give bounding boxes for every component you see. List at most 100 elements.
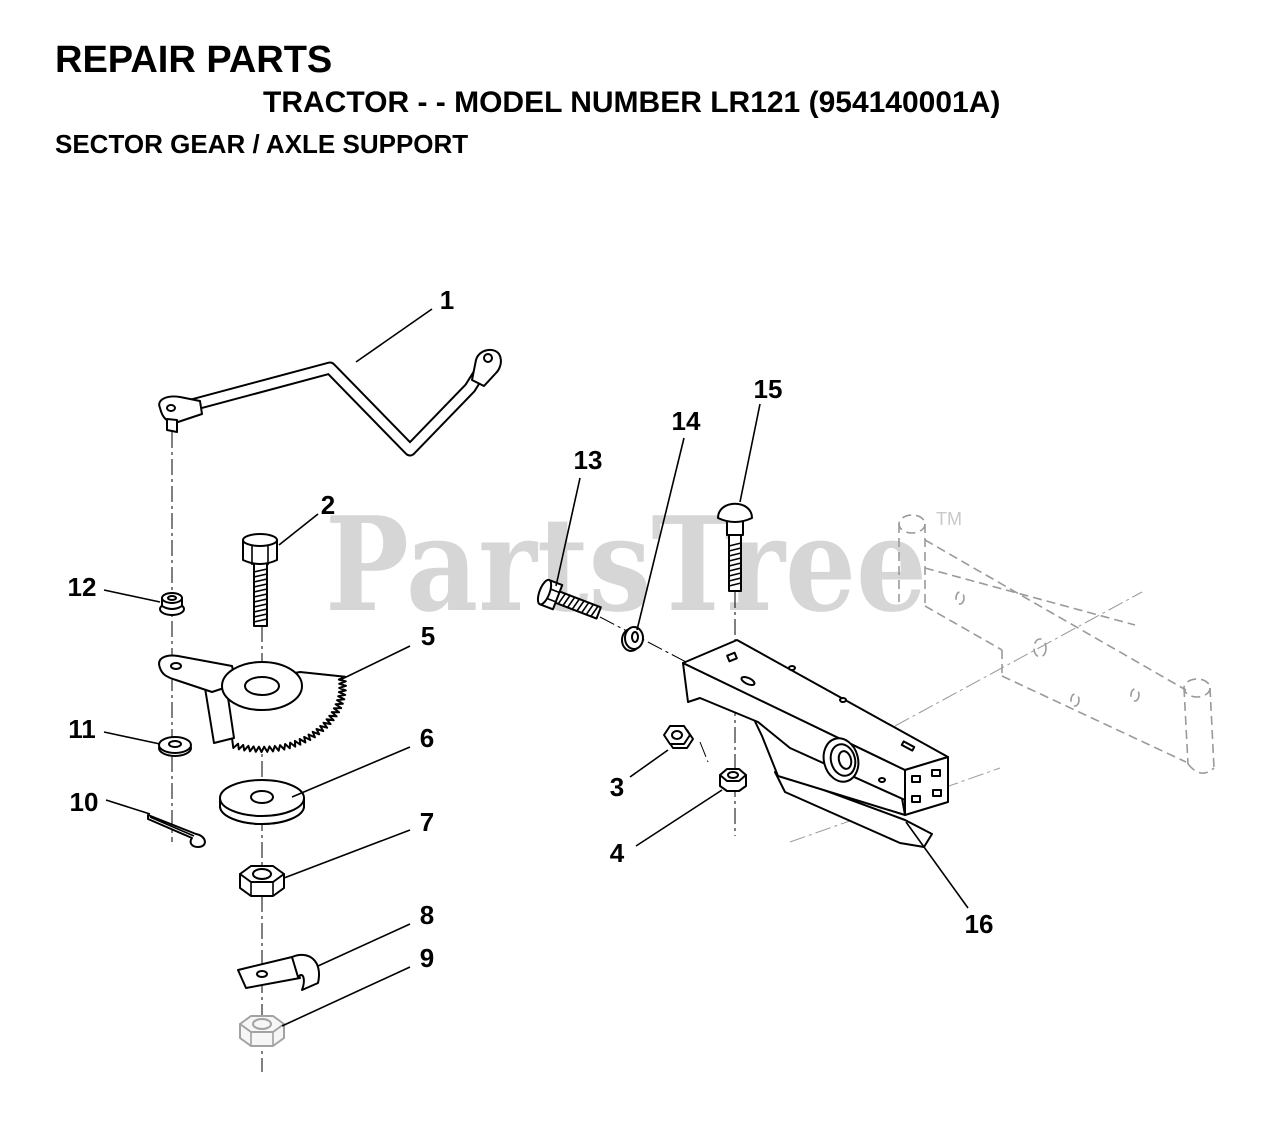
leader-13 xyxy=(555,477,581,587)
leader-11 xyxy=(103,731,161,745)
bolt-13-facet-bottom xyxy=(546,597,557,603)
callout-2: 2 xyxy=(321,490,335,520)
part-5-sector-gear xyxy=(158,654,347,753)
bolt-13-threads xyxy=(557,593,599,617)
bolt-15-dome xyxy=(717,502,753,523)
phantom-axle xyxy=(789,514,1215,843)
clip-8-bend xyxy=(291,954,321,991)
link-right-tab xyxy=(471,348,502,387)
bracket-top-hole-1 xyxy=(788,665,796,671)
callout-6: 6 xyxy=(420,723,434,753)
leader-9 xyxy=(281,966,411,1027)
nut-9-hole xyxy=(252,1018,272,1030)
leader-6 xyxy=(291,746,411,798)
sector-gear-arm-hole xyxy=(170,662,182,670)
phantom-right-end xyxy=(1183,678,1211,698)
callout-15: 15 xyxy=(754,374,783,404)
link-rod-outline xyxy=(186,361,486,457)
bracket-top-slot-1 xyxy=(726,651,738,663)
callout-7: 7 xyxy=(420,807,434,837)
bracket-side-hole xyxy=(878,777,886,783)
link-right-hole xyxy=(483,353,493,363)
section-title: SECTOR GEAR / AXLE SUPPORT xyxy=(55,129,468,159)
clip-8-tab xyxy=(237,956,301,989)
leader-15 xyxy=(739,403,761,503)
leader-3 xyxy=(629,749,669,778)
part-11-washer xyxy=(158,736,192,757)
nut-3-hole xyxy=(671,730,683,740)
leader-4 xyxy=(635,789,723,847)
nut-4-hole xyxy=(727,771,739,779)
callout-12: 12 xyxy=(68,572,97,602)
leader-14 xyxy=(636,437,685,631)
callout-14: 14 xyxy=(672,406,701,436)
bracket-end-hole-3 xyxy=(911,795,921,803)
callout-16: 16 xyxy=(965,909,994,939)
phantom-right-edge-outer xyxy=(1209,687,1215,769)
leader-5 xyxy=(339,645,411,681)
phantom-hole-1 xyxy=(955,591,965,605)
leader-7 xyxy=(283,829,411,879)
part-3-nut xyxy=(663,725,694,749)
clip-8-hole xyxy=(256,970,268,978)
leader-16 xyxy=(905,821,969,909)
phantom-beam-top xyxy=(924,539,1187,691)
part-4-nut xyxy=(719,768,747,792)
sector-gear-hub-hole xyxy=(244,676,280,696)
bracket-top-slot-2 xyxy=(740,675,756,687)
bolt-15-shank xyxy=(728,533,742,592)
nut-7-hole xyxy=(252,868,272,880)
callout-10: 10 xyxy=(70,787,99,817)
callout-labels: 1 2 3 4 5 6 7 8 9 10 11 12 13 14 15 16 xyxy=(68,285,994,973)
part-14-washer xyxy=(621,626,644,652)
callout-5: 5 xyxy=(421,621,435,651)
part-13-bolt xyxy=(536,578,602,620)
watermark-brand: PartsTree xyxy=(325,488,927,641)
part-15-carriage-bolt xyxy=(717,502,753,592)
bracket-end-hole-1 xyxy=(911,775,921,783)
centerline-nut-3 xyxy=(699,741,709,763)
part-16-axle-support xyxy=(682,639,949,848)
leader-1 xyxy=(355,308,433,363)
page-title: REPAIR PARTS xyxy=(55,39,332,81)
model-title: TRACTOR - - MODEL NUMBER LR121 (95414000… xyxy=(263,86,1000,119)
leader-10 xyxy=(105,799,151,815)
link-rod-body xyxy=(186,363,484,455)
leader-12 xyxy=(103,589,161,603)
bolt-13-head-end xyxy=(536,578,553,606)
part-6-washer xyxy=(219,779,305,825)
phantom-beam-upper xyxy=(924,567,1136,626)
bolt-15-threads xyxy=(728,542,742,587)
phantom-hole-3 xyxy=(1070,693,1080,707)
link-left-hole xyxy=(166,404,176,412)
phantom-axis xyxy=(894,591,1143,727)
callout-1: 1 xyxy=(440,285,454,315)
phantom-beam-bottom-left xyxy=(924,605,1003,651)
watermark-trademark: TM xyxy=(936,509,962,529)
link-left-tab xyxy=(158,395,203,424)
leader-2 xyxy=(278,513,319,546)
nut-12-hole xyxy=(167,595,177,601)
phantom-beam-bottom xyxy=(1001,675,1187,763)
phantom-hole-4 xyxy=(1130,688,1140,702)
part-7-nut xyxy=(239,865,285,897)
callout-9: 9 xyxy=(420,943,434,973)
centerline-bolt-13 xyxy=(599,616,691,665)
washer-14-hole xyxy=(631,631,639,643)
bracket-top-hole-2 xyxy=(839,697,847,703)
phantom-hole-2 xyxy=(1033,638,1047,658)
bolt-2-head-top xyxy=(242,533,278,547)
part-8-clip xyxy=(237,954,321,991)
cotter-pin-split xyxy=(149,816,195,837)
washer-11-hole xyxy=(168,740,182,748)
callout-8: 8 xyxy=(420,900,434,930)
part-9-nut xyxy=(239,1015,285,1047)
callout-13: 13 xyxy=(574,445,603,475)
washer-6-hole xyxy=(250,790,274,804)
callout-3: 3 xyxy=(610,772,624,802)
bolt-15-neck xyxy=(726,520,744,536)
callout-4: 4 xyxy=(610,838,625,868)
part-10-cotter-pin xyxy=(147,814,206,848)
part-2-bolt xyxy=(242,533,278,627)
